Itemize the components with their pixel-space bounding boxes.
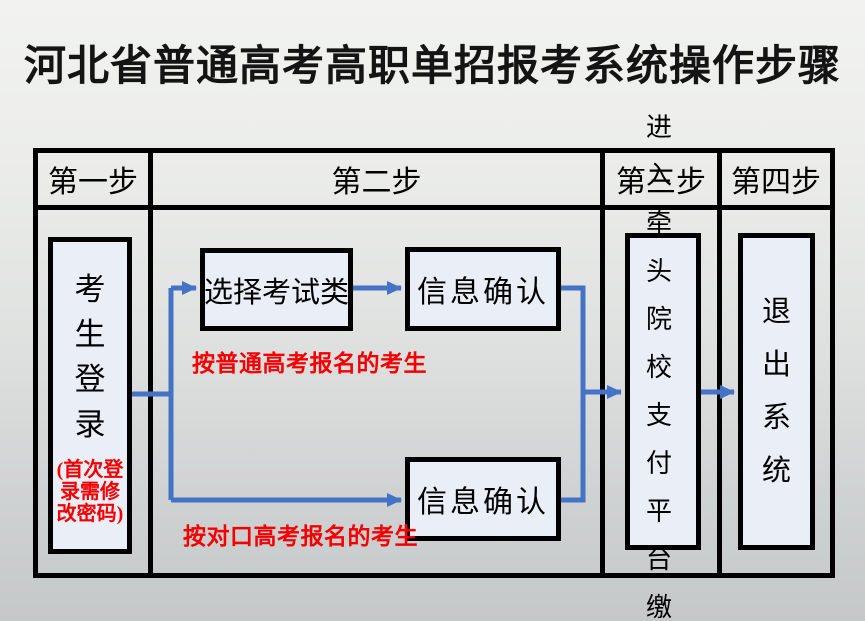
general-exam-note: 按普通高考报名的考生 (192, 351, 427, 376)
info-confirm-top-box: 信息确认 (405, 247, 561, 331)
payment-platform-label: 进入牵头院校支付平台缴费 (645, 112, 680, 621)
step1-header: 第一步 (38, 153, 153, 210)
exit-system-label: 退出系统 (761, 295, 791, 487)
counterpart-exam-note: 按对口高考报名的考生 (183, 524, 418, 549)
exit-system-box: 退出系统 (738, 233, 815, 550)
payment-platform-box: 进入牵头院校支付平台缴费 (625, 113, 701, 621)
step4-header: 第四步 (722, 153, 830, 210)
info-confirm-bottom-box: 信息确认 (405, 457, 561, 541)
login-box: 考生登录 (首次登录需修改密码) (48, 237, 132, 554)
slide-title: 河北省普通高考高职单招报考系统操作步骤 (23, 43, 841, 90)
info-confirm-top-label: 信息确认 (417, 276, 549, 309)
step2-header: 第二步 (153, 153, 605, 210)
select-exam-type-box: 选择考试类 (200, 248, 353, 331)
step3-header: 第三步 (605, 153, 722, 210)
login-box-label: 考生登录 (74, 271, 106, 442)
select-exam-type-label: 选择考试类 (204, 276, 350, 309)
login-first-time-note: (首次登录需修改密码) (56, 458, 124, 525)
info-confirm-bottom-label: 信息确认 (417, 486, 549, 519)
